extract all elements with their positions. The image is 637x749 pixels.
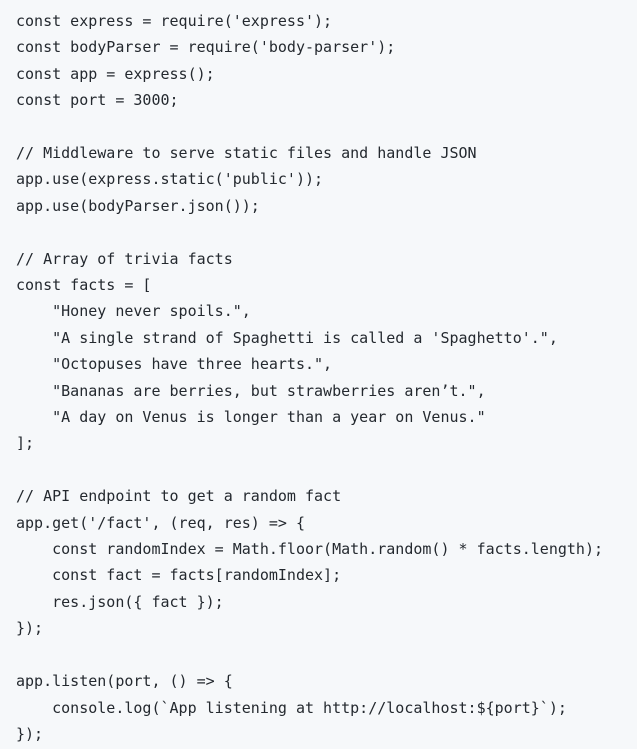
code-line: // API endpoint to get a random fact bbox=[16, 487, 342, 506]
code-line: res.json({ fact }); bbox=[16, 592, 224, 611]
code-line: const randomIndex = Math.floor(Math.rand… bbox=[16, 540, 603, 559]
code-line: app.use(bodyParser.json()); bbox=[16, 196, 260, 215]
code-line: app.get('/fact', (req, res) => { bbox=[16, 513, 305, 532]
code-line: }); bbox=[16, 724, 44, 743]
code-line: "Bananas are berries, but strawberries a… bbox=[16, 381, 486, 400]
code-line: ]; bbox=[16, 434, 35, 453]
code-line bbox=[16, 642, 621, 668]
code-line: const express = require('express'); bbox=[16, 12, 333, 30]
code-line: // Array of trivia facts bbox=[16, 249, 233, 268]
code-line: app.listen(port, () => { bbox=[16, 672, 233, 691]
code-line: const bodyParser = require('body-parser'… bbox=[16, 38, 396, 57]
code-line: console.log(`App listening at http://loc… bbox=[16, 698, 567, 717]
code-line: const app = express(); bbox=[16, 64, 215, 83]
code-line bbox=[16, 114, 621, 140]
code-line bbox=[16, 219, 621, 245]
code-line: app.use(express.static('public')); bbox=[16, 170, 324, 189]
code-line: "Honey never spoils.", bbox=[16, 302, 251, 321]
code-line: const fact = facts[randomIndex]; bbox=[16, 566, 342, 585]
code-line: "A single strand of Spaghetti is called … bbox=[16, 328, 558, 347]
code-line: // Middleware to serve static files and … bbox=[16, 144, 477, 163]
code-line bbox=[16, 457, 621, 483]
code-line: const facts = [ bbox=[16, 276, 152, 295]
code-line: const port = 3000; bbox=[16, 91, 179, 110]
code-line: }); bbox=[16, 619, 44, 638]
code-line: "A day on Venus is longer than a year on… bbox=[16, 408, 486, 427]
code-line: "Octopuses have three hearts.", bbox=[16, 355, 333, 374]
